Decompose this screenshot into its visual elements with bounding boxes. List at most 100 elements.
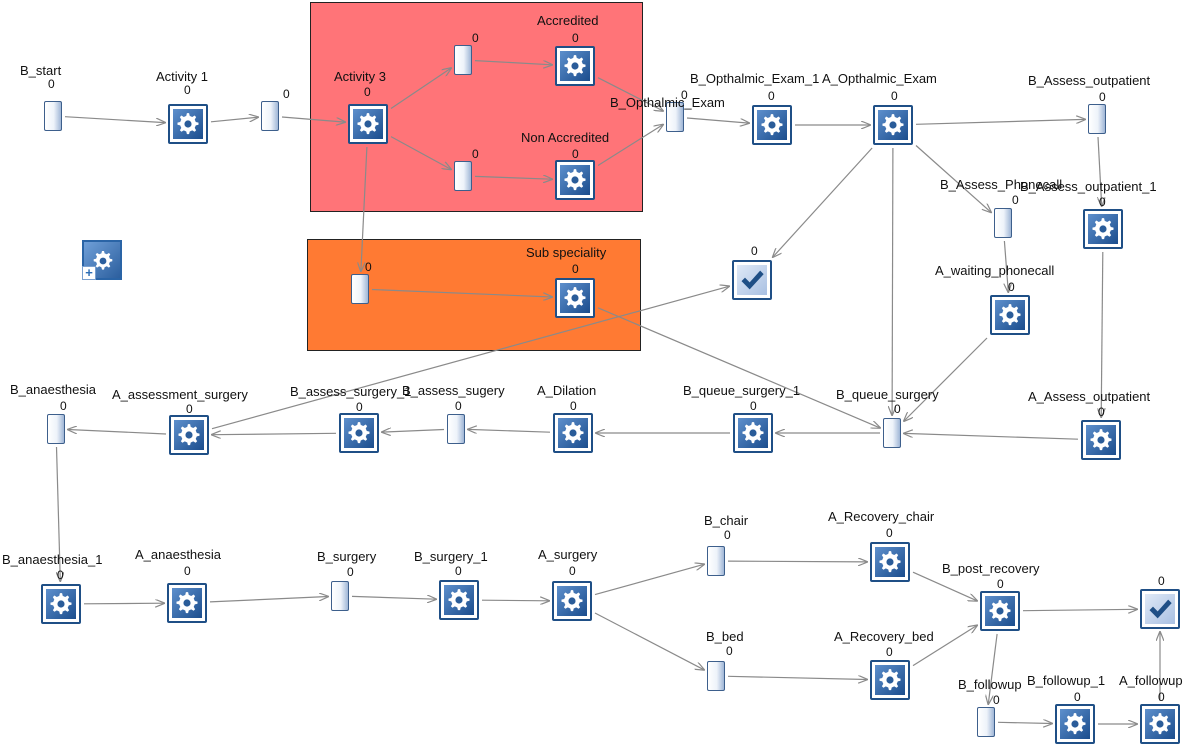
node-label: A_assessment_surgery xyxy=(112,387,248,402)
activity-node-a-wait-phone[interactable] xyxy=(990,295,1030,335)
activity-node-a-assess-out[interactable] xyxy=(1081,420,1121,460)
buffer-node-b-bed[interactable] xyxy=(707,661,725,691)
node-count: 0 xyxy=(751,244,758,258)
node-count: 0 xyxy=(681,88,688,102)
node-label: Accredited xyxy=(537,13,599,28)
node-count: 0 xyxy=(356,400,363,414)
node-label: Activity 1 xyxy=(156,69,209,84)
sink-node-sink-mid[interactable] xyxy=(732,260,772,300)
edge-b-chair-to-a-rec-chair xyxy=(727,561,867,562)
buffer-node-b-chair[interactable] xyxy=(707,546,725,576)
activity-node-b-followup-1[interactable] xyxy=(1055,704,1095,744)
node-label: A_surgery xyxy=(538,547,598,562)
activity-node-non-accredited[interactable] xyxy=(555,160,595,200)
edge-buf-nonacc-to-non-accredited xyxy=(474,176,552,179)
node-count: 0 xyxy=(724,528,731,542)
edge-b-anaes-1-to-a-anaes xyxy=(83,603,164,604)
node-label: B_Opthalmic_Exam xyxy=(610,95,725,110)
node-label: A_Opthalmic_Exam xyxy=(822,71,937,86)
activity-node-accredited[interactable] xyxy=(555,46,595,86)
gear-icon xyxy=(1092,218,1114,240)
node-label: B_Assess_outpatient xyxy=(1028,73,1151,88)
edge-buf-sub-to-sub-speciality xyxy=(371,288,552,298)
node-label: A_Assess_outpatient xyxy=(1028,389,1151,404)
activity-node-activity-3[interactable] xyxy=(348,104,388,144)
edge-a-opth-to-b-queue xyxy=(892,147,893,415)
node-label: A_Recovery_chair xyxy=(828,509,935,524)
edge-activity-3-to-buf-sub xyxy=(361,146,368,271)
node-count: 0 xyxy=(364,85,371,99)
edge-b-post-rec-to-b-followup xyxy=(988,633,998,704)
activity-node-a-assess-surg[interactable] xyxy=(169,415,209,455)
node-count: 0 xyxy=(184,564,191,578)
activity-node-a-anaes[interactable] xyxy=(167,583,207,623)
edge-b-assess-out-1-to-a-assess-out xyxy=(1101,251,1103,417)
node-label: B_Assess_outpatient_1 xyxy=(1020,179,1157,194)
activity-node-a-rec-chair[interactable] xyxy=(870,542,910,582)
gear-icon xyxy=(999,304,1021,326)
node-count: 0 xyxy=(750,399,757,413)
edge-b-assess-phone-to-a-wait-phone xyxy=(1004,240,1008,292)
node-count: 0 xyxy=(455,564,462,578)
node-count: 0 xyxy=(472,31,479,45)
activity-node-b-post-rec[interactable] xyxy=(980,591,1020,631)
gear-icon xyxy=(1090,429,1112,451)
buffer-node-b-assess-out[interactable] xyxy=(1088,104,1106,134)
node-label: B_queue_surgery_1 xyxy=(683,383,801,398)
node-label: A_waiting_phonecall xyxy=(935,263,1055,278)
node-label: B_start xyxy=(20,63,62,78)
edge-b-start-to-activity-1 xyxy=(64,116,165,123)
edge-b-assess-surg-1-to-a-assess-surg xyxy=(212,433,337,434)
node-count: 0 xyxy=(57,568,64,582)
activity-node-a-dilation[interactable] xyxy=(553,413,593,453)
edge-b-opth-to-b-opth-1 xyxy=(686,117,749,123)
gear-icon xyxy=(561,590,583,612)
buffer-node-b-followup[interactable] xyxy=(977,707,995,737)
node-label: B_queue_surgery xyxy=(836,387,939,402)
buffer-node-b-start[interactable] xyxy=(44,101,62,131)
buffer-node-buf-acc[interactable] xyxy=(454,45,472,75)
node-count: 0 xyxy=(894,402,901,416)
node-count: 0 xyxy=(886,526,893,540)
gear-icon xyxy=(348,422,370,444)
activity-node-b-opth-1[interactable] xyxy=(752,105,792,145)
activity-node-b-queue-1[interactable] xyxy=(733,413,773,453)
activity-node-a-opth[interactable] xyxy=(873,105,913,145)
node-count: 0 xyxy=(997,577,1004,591)
node-label: A_Dilation xyxy=(537,383,597,398)
sink-node-sink-end[interactable] xyxy=(1140,589,1180,629)
activity-node-b-assess-out-1[interactable] xyxy=(1083,209,1123,249)
activity-node-a-rec-bed[interactable] xyxy=(870,660,910,700)
activity-node-a-followup[interactable] xyxy=(1140,704,1180,744)
buffer-node-b-queue[interactable] xyxy=(883,418,901,448)
edge-b-surgery-1-to-a-surgery xyxy=(481,600,549,601)
node-label: Sub speciality xyxy=(526,245,607,260)
gear-icon xyxy=(882,114,904,136)
buffer-node-b-assess-sug[interactable] xyxy=(447,414,465,444)
edge-b-followup-to-b-followup-1 xyxy=(997,722,1052,723)
buffer-node-b-surgery[interactable] xyxy=(331,581,349,611)
activity-node-b-assess-surg-1[interactable] xyxy=(339,413,379,453)
buffer-node-b-anaes[interactable] xyxy=(47,414,65,444)
edge-sub-speciality-to-b-queue xyxy=(597,307,880,428)
activity-node-activity-1[interactable] xyxy=(168,104,208,144)
buffer-node-buf-after-a1[interactable] xyxy=(261,101,279,131)
edge-a-opth-to-b-assess-out xyxy=(915,119,1085,125)
activity-node-b-surgery-1[interactable] xyxy=(439,580,479,620)
buffer-node-b-assess-phone[interactable] xyxy=(994,208,1012,238)
edge-a-opth-to-sink-mid xyxy=(773,147,873,257)
activity-node-a-surgery[interactable] xyxy=(552,581,592,621)
activity-node-sub-speciality[interactable] xyxy=(555,278,595,318)
node-label: A_Recovery_bed xyxy=(834,629,934,644)
node-count: 0 xyxy=(60,399,67,413)
node-label: B_followup_1 xyxy=(1027,673,1106,688)
gear-icon xyxy=(562,422,584,444)
buffer-node-b-opth[interactable] xyxy=(666,102,684,132)
add-activity-icon[interactable]: + xyxy=(82,240,122,280)
edge-a-assess-out-to-b-queue xyxy=(904,433,1079,440)
buffer-node-buf-sub[interactable] xyxy=(351,274,369,304)
node-count: 0 xyxy=(1158,574,1165,588)
check-icon xyxy=(741,270,764,290)
activity-node-b-anaes-1[interactable] xyxy=(41,584,81,624)
buffer-node-buf-nonacc[interactable] xyxy=(454,161,472,191)
